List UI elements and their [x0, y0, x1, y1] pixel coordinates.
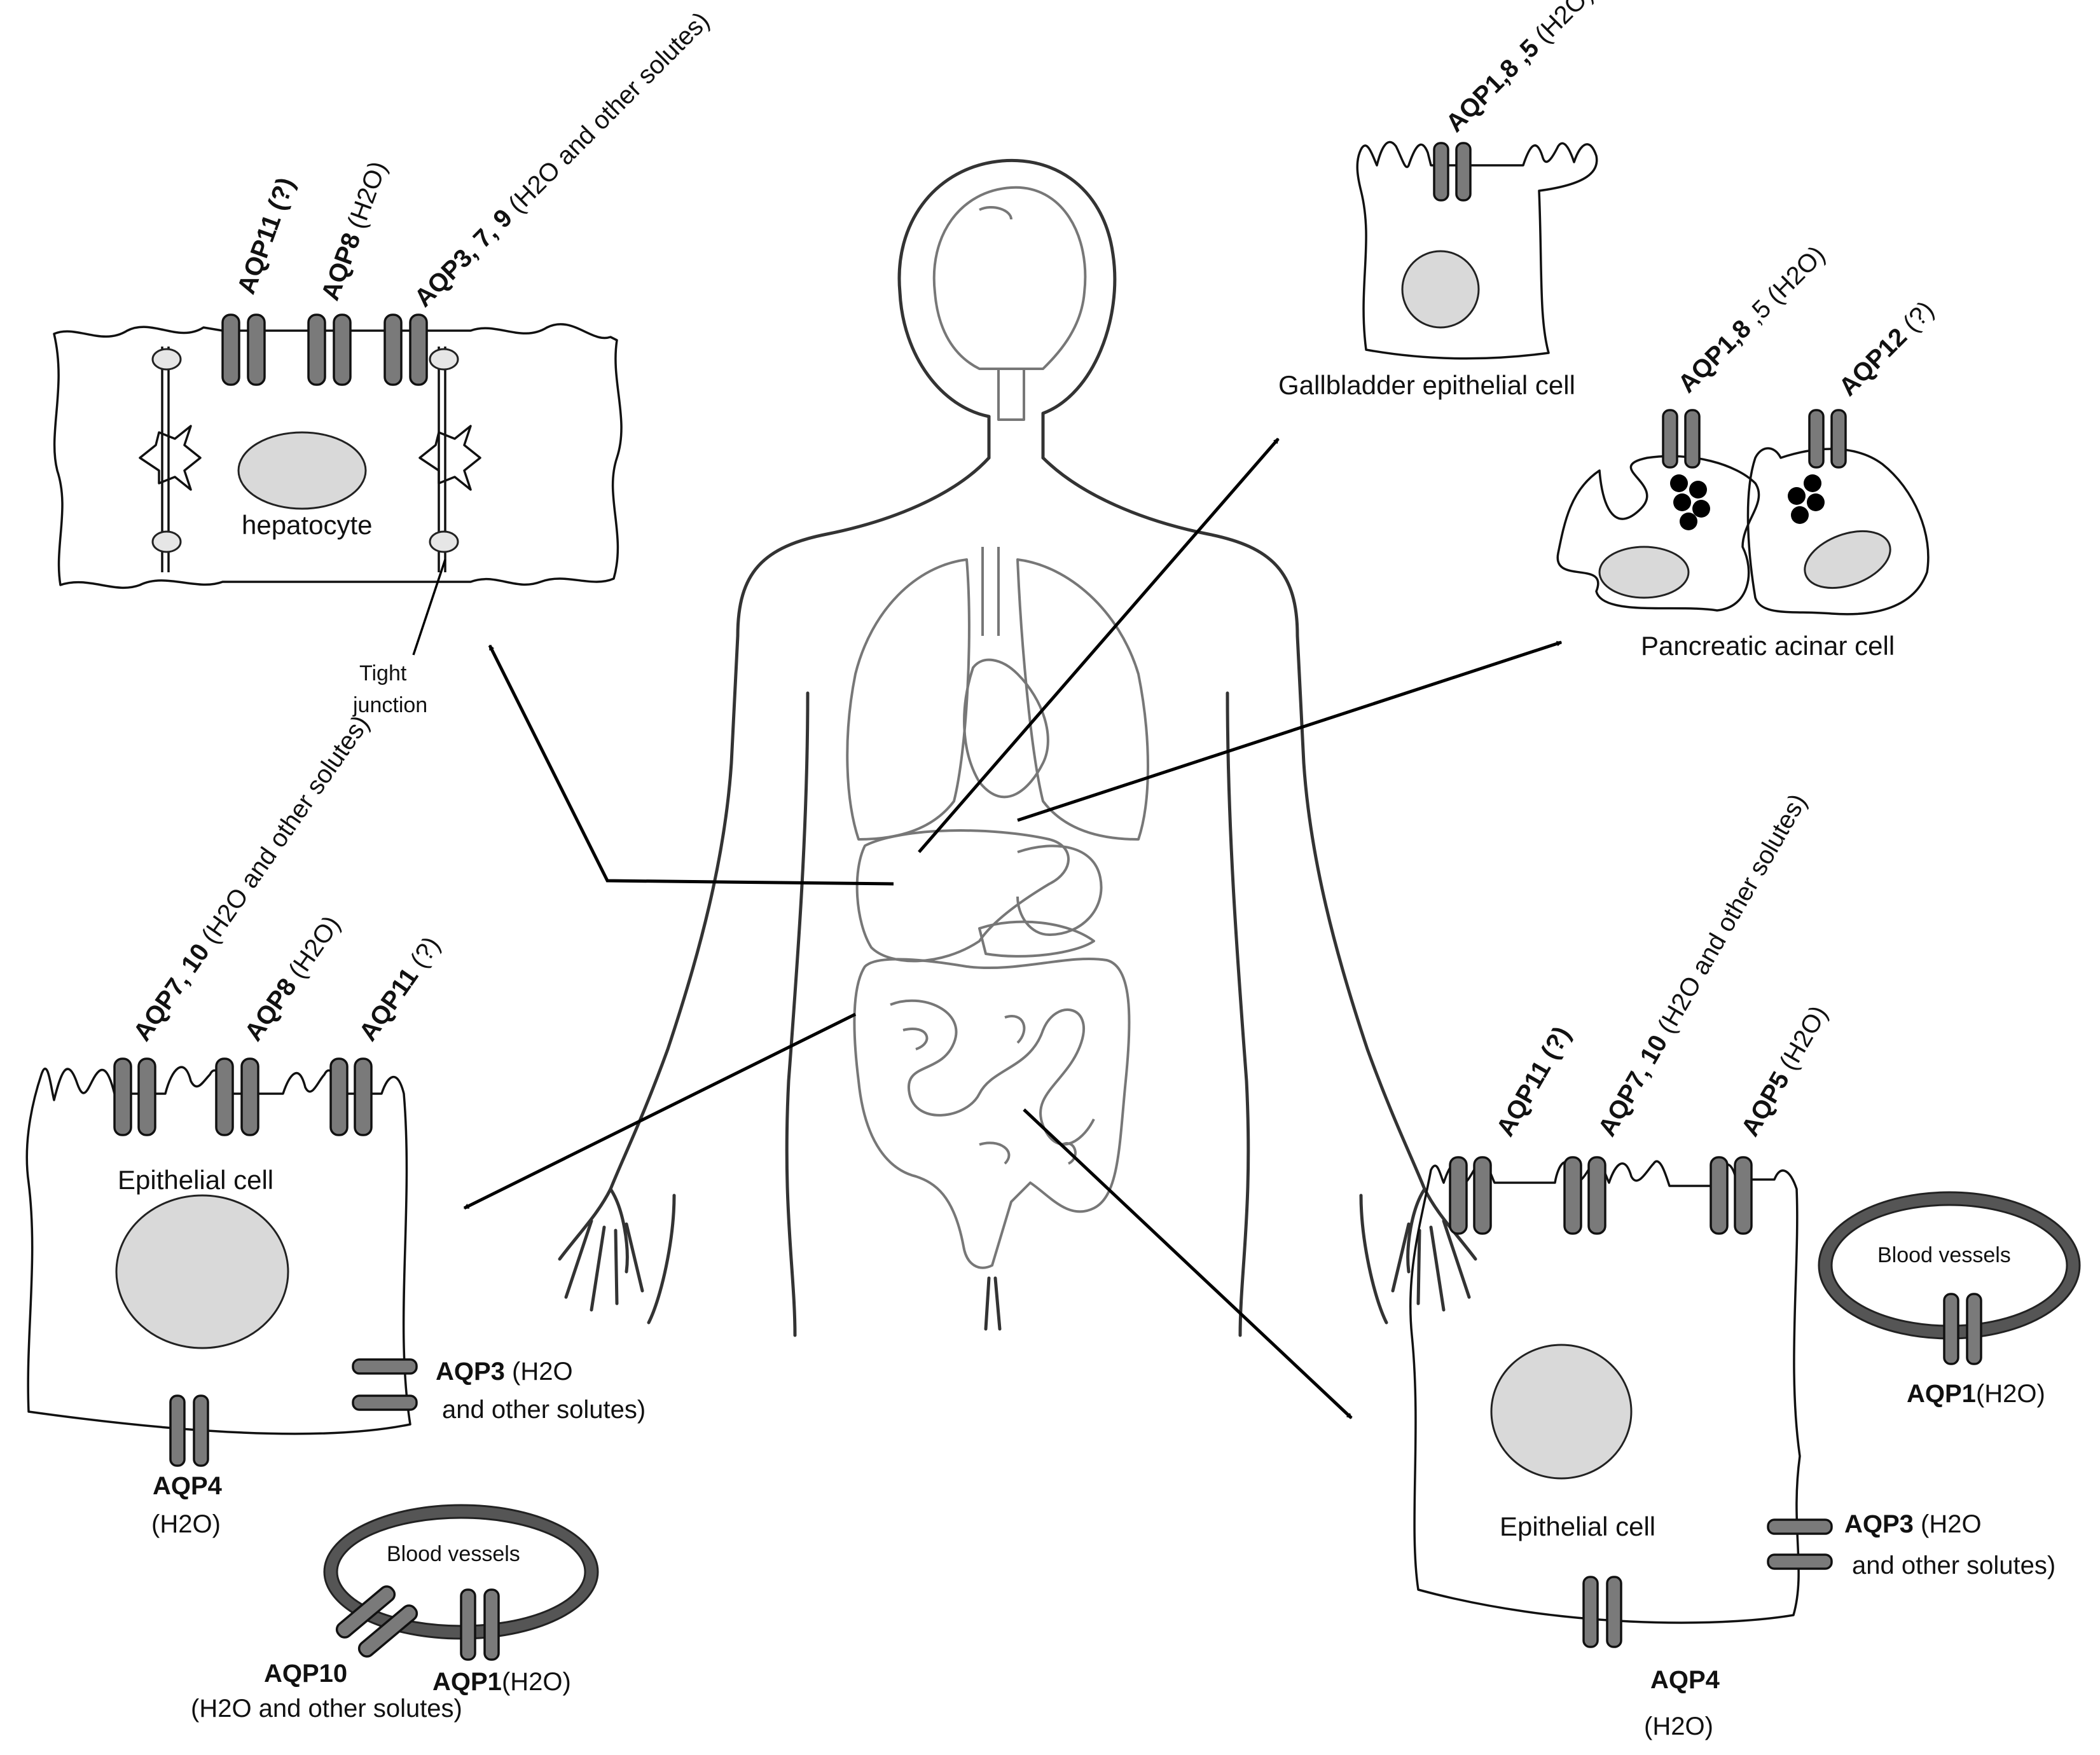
colon-nucleus: [1490, 1344, 1633, 1480]
pancreas-cell-label: Pancreatic acinar cell: [1641, 631, 1895, 661]
intestine-cell-label: Epithelial cell: [118, 1165, 273, 1195]
pancreas-panel: AQP1,8 ,5 (H2O) AQP12 (?) Pancreatic aci…: [1556, 240, 1940, 661]
intestine-cell-membrane: [25, 1066, 411, 1435]
colon-vessel-label: Blood vessels: [1877, 1243, 2011, 1267]
pancreatic-cell-right: [1746, 447, 1930, 616]
arrow-gallbladder: [918, 437, 1280, 853]
colon-aqp5-label: AQP5 (H2O): [1736, 1001, 1834, 1141]
tight-junction-label: Tight: [359, 661, 407, 685]
arrow-pancreas: [1017, 640, 1561, 822]
intestine-aqp10-value: (H2O and other solutes): [191, 1695, 462, 1723]
arrow-small-intestine: [464, 1012, 857, 1210]
gallbladder-aqp-label: AQP1,8 ,5 (H2O): [1440, 0, 1598, 137]
colon-aqp4-value: (H2O): [1644, 1712, 1713, 1740]
colon-apical-channels: [1449, 1156, 1753, 1235]
internal-organs: [846, 547, 1149, 1269]
colon-cell-label: Epithelial cell: [1500, 1511, 1655, 1541]
intestine-aqp4-value: (H2O): [151, 1510, 221, 1538]
small-intestine-panel: Epithelial cell AQP7, 10 (H2O and other …: [25, 710, 646, 1723]
gallbladder-membrane: [1356, 141, 1598, 360]
gallbladder-cell-label: Gallbladder epithelial cell: [1278, 370, 1575, 400]
zymogen-granules: [1670, 474, 1825, 530]
arrow-liver: [488, 645, 894, 886]
colon-aqp3-label-2: and other solutes): [1852, 1552, 2055, 1580]
colon-panel: Epithelial cell AQP11 (?) AQP7, 10 (H2O …: [1409, 789, 2081, 1740]
colon-aqp1-label: AQP1(H2O): [1907, 1380, 2045, 1408]
hepatocyte-panel: hepatocyte AQP11 (?) AQP8 (H2O) AQP3, 7,…: [53, 7, 715, 717]
pancreatic-cell-left: [1556, 455, 1760, 612]
intestine-aqp3-label: AQP3 (H2O: [436, 1358, 573, 1386]
gallbladder-nucleus: [1401, 250, 1480, 329]
intestine-aqp10-label: AQP10: [264, 1660, 347, 1688]
hepatocyte-label: hepatocyte: [242, 510, 373, 540]
hepatocyte-channels: [221, 313, 428, 386]
intestine-aqp3-label-2: and other solutes): [442, 1396, 646, 1424]
intestine-aqp4-label: AQP4: [153, 1472, 223, 1500]
arrow-colon: [1023, 1108, 1353, 1419]
colon-aqp4-label: AQP4: [1650, 1666, 1720, 1694]
hepatocyte-membrane: [53, 323, 623, 589]
intestine-aqp1-label: AQP1(H2O): [432, 1668, 571, 1696]
colon-cell-membrane: [1409, 1160, 1801, 1624]
hepatocyte-nucleus: [237, 431, 367, 510]
hepatocyte-aqp3-label: AQP3, 7, 9 (H2O and other solutes): [409, 7, 715, 313]
tight-junction-label-2: junction: [352, 693, 427, 717]
pancreas-aqp12-label: AQP12 (?): [1834, 296, 1939, 401]
intestine-nucleus: [115, 1194, 289, 1349]
human-body-outline: [558, 158, 1477, 1337]
colon-aqp11-label: AQP11 (?): [1491, 1022, 1577, 1141]
intestine-vessel-label: Blood vessels: [387, 1542, 520, 1566]
intestine-aqp7-label: AQP7, 10 (H2O and other solutes): [128, 710, 375, 1046]
intestine-aqp8-label: AQP8 (H2O): [239, 911, 345, 1046]
gallbladder-panel: AQP1,8 ,5 (H2O) Gallbladder epithelial c…: [1278, 0, 1598, 400]
hepatocyte-aqp11-label: AQP11 (?): [232, 174, 300, 298]
colon-aqp3-label: AQP3 (H2O: [1844, 1510, 1982, 1538]
intestine-aqp11-label: AQP11 (?): [354, 932, 445, 1046]
intestine-apical-channels: [113, 1057, 373, 1136]
organ-arrows: [464, 437, 1561, 1419]
hepatocyte-aqp8-label: AQP8 (H2O): [316, 158, 392, 304]
pancreas-aqp1-label: AQP1,8 ,5 (H2O): [1673, 240, 1830, 398]
